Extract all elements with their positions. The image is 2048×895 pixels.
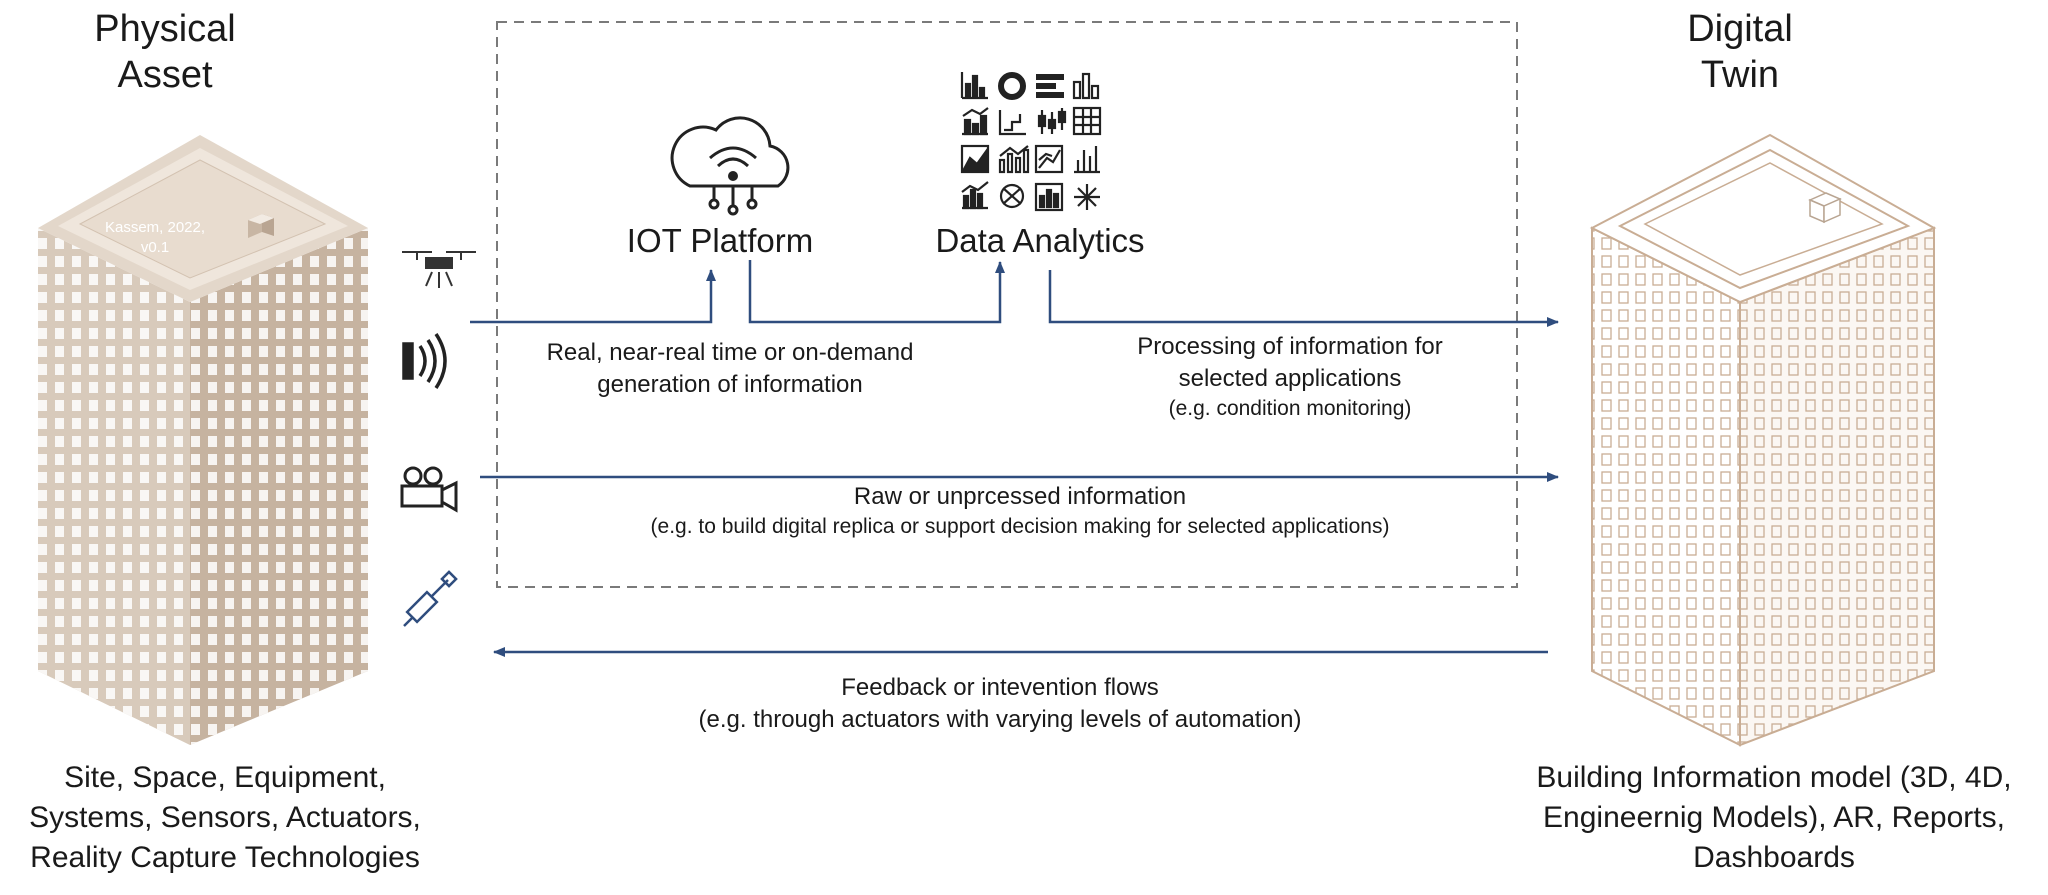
burst-chart-mini-icon bbox=[1074, 184, 1100, 210]
realtime-generation-label: Real, near-real time or on-demand genera… bbox=[490, 337, 970, 401]
arrow-iot-to-analytics bbox=[748, 260, 1005, 324]
processing-line1: Processing of information for bbox=[1137, 333, 1443, 360]
physical-title-line1: Physical bbox=[94, 8, 236, 50]
physical-building bbox=[38, 135, 368, 745]
raw-line1: Raw or unprcessed information bbox=[853, 483, 1187, 510]
step-chart-mini-icon bbox=[998, 110, 1026, 136]
donut-chart-mini-icon bbox=[998, 72, 1026, 100]
digital-caption-line1: Building Information model (3D, 4D, bbox=[1536, 761, 2012, 794]
arrow-sensors-to-iot bbox=[470, 269, 716, 324]
physical-title-line2: Asset bbox=[117, 54, 213, 96]
feedback-label: Feedback or intevention flows (e.g. thro… bbox=[560, 672, 1440, 736]
feedback-line2: (e.g. through actuators with varying lev… bbox=[698, 706, 1302, 733]
physical-caption-line1: Site, Space, Equipment, bbox=[64, 761, 386, 794]
iot-platform-label: IOT Platform bbox=[626, 222, 814, 259]
bar-chart-mini-icon bbox=[960, 72, 988, 100]
flow-arrows bbox=[470, 260, 1559, 657]
actuator-icon bbox=[403, 570, 458, 627]
digital-caption-line2: Engineernig Models), AR, Reports, bbox=[1543, 801, 2005, 834]
multi-bar-mini-icon bbox=[998, 145, 1030, 174]
digital-title-line2: Twin bbox=[1700, 54, 1780, 96]
digital-title-line1: Digital bbox=[1687, 8, 1793, 50]
combo-chart-mini-icon bbox=[962, 107, 989, 136]
physical-caption-line3: Reality Capture Technologies bbox=[30, 841, 420, 874]
candlestick-mini-icon bbox=[1037, 108, 1067, 134]
raw-line2: (e.g. to build digital replica or suppor… bbox=[650, 515, 1390, 538]
area-bar-mini-icon bbox=[961, 181, 989, 210]
camera-icon bbox=[400, 466, 458, 513]
digital-twin-building bbox=[1589, 133, 1937, 747]
feedback-line1: Feedback or intevention flows bbox=[841, 674, 1159, 701]
wireless-sensor-icon bbox=[402, 333, 447, 389]
watermark: Kassem, 2022, v0.1 bbox=[75, 218, 235, 258]
watermark-line1: Kassem, 2022, bbox=[104, 219, 206, 236]
data-analytics-label: Data Analytics bbox=[935, 222, 1145, 259]
platform-boundary-box bbox=[496, 21, 1518, 588]
processing-line2: selected applications bbox=[1178, 365, 1402, 392]
arrow-analytics-to-twin bbox=[1048, 270, 1559, 327]
physical-asset-caption: Site, Space, Equipment, Systems, Sensors… bbox=[0, 758, 450, 878]
drone-icon bbox=[402, 251, 476, 288]
trend-lines-mini-icon bbox=[1034, 144, 1064, 174]
chord-chart-mini-icon bbox=[999, 183, 1025, 209]
realtime-line2: generation of information bbox=[597, 371, 863, 398]
column-chart-mini-icon bbox=[1072, 72, 1100, 100]
watermark-line2: v0.1 bbox=[140, 239, 170, 256]
raw-information-label: Raw or unprcessed information (e.g. to b… bbox=[520, 481, 1520, 541]
physical-asset-title: Physical Asset bbox=[60, 6, 270, 98]
digital-caption-line3: Dashboards bbox=[1693, 841, 1855, 874]
table-grid-mini-icon bbox=[1072, 106, 1102, 136]
framed-bar-mini-icon bbox=[1034, 182, 1064, 212]
digital-twin-title: Digital Twin bbox=[1640, 6, 1840, 98]
dot-bars-mini-icon bbox=[1074, 146, 1100, 174]
processing-label: Processing of information for selected a… bbox=[1090, 331, 1490, 423]
bar-list-mini-icon bbox=[1036, 74, 1064, 98]
area-chart-mini-icon bbox=[960, 144, 990, 174]
processing-line3: (e.g. condition monitoring) bbox=[1168, 397, 1412, 420]
digital-twin-caption: Building Information model (3D, 4D, Engi… bbox=[1500, 758, 2048, 878]
physical-caption-line2: Systems, Sensors, Actuators, bbox=[29, 801, 421, 834]
realtime-line1: Real, near-real time or on-demand bbox=[546, 339, 914, 366]
analytics-charts-icon bbox=[960, 72, 1102, 212]
cloud-iot-icon bbox=[670, 116, 790, 216]
